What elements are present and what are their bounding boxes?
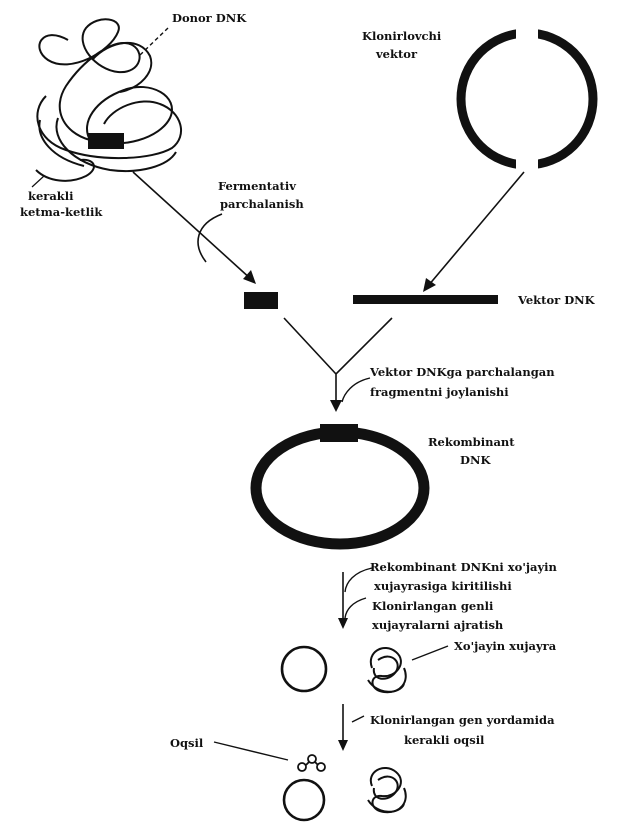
kerakli-label-line2: ketma-ketlik bbox=[20, 205, 103, 219]
fermentativ-label-line2: parchalanish bbox=[220, 197, 304, 211]
oqsil-label: Oqsil bbox=[170, 736, 204, 750]
rekombinant-label-line2: DNK bbox=[460, 453, 491, 467]
rekombinant-label-line1: Rekombinant bbox=[428, 435, 515, 449]
expression-tick bbox=[351, 715, 365, 723]
kiritilishi-label-line2: xujayrasiga kiritilishi bbox=[374, 579, 512, 593]
arrow-transformation-head bbox=[338, 618, 348, 629]
joylanishi-label-line2: fragmentni joylanishi bbox=[370, 385, 509, 399]
klonirlovchi-label-line1: Klonirlovchi bbox=[362, 29, 442, 43]
arrow-donor-head bbox=[243, 270, 256, 284]
joylanishi-curve bbox=[341, 377, 371, 403]
ligation-arrow-head bbox=[330, 400, 342, 412]
fermentativ-label-line1: Fermentativ bbox=[218, 179, 296, 193]
arrow-vector-head bbox=[423, 278, 436, 292]
ligation-merge-lines bbox=[283, 317, 393, 402]
kerakli-label-line1: kerakli bbox=[28, 189, 74, 203]
recombinant-plasmid bbox=[250, 426, 430, 550]
oqsil-step-label-line2: kerakli oqsil bbox=[404, 733, 485, 747]
kiritilishi-label-line1: Rekombinant DNKni xo'jayin bbox=[370, 560, 558, 574]
xojayin-pointer bbox=[411, 645, 449, 661]
cut-gene-fragment bbox=[244, 292, 278, 309]
donor-dna-tangle bbox=[35, 18, 182, 182]
linear-vector-dna bbox=[353, 295, 498, 304]
donor-dnk-label: Donor DNK bbox=[172, 11, 247, 25]
donor-gene-segment bbox=[88, 133, 124, 149]
arrow-vector-to-linear bbox=[427, 171, 525, 287]
ajratish-curve bbox=[344, 597, 367, 619]
fermentativ-curve bbox=[197, 213, 223, 263]
recombinant-insert bbox=[320, 424, 358, 442]
oqsil-pointer bbox=[213, 741, 289, 761]
host-cell-1 bbox=[367, 647, 407, 694]
oqsil-step-label-line1: Klonirlangan gen yordamida bbox=[370, 713, 555, 727]
protein-molecule bbox=[297, 754, 326, 772]
vektor-dnk-label: Vektor DNK bbox=[517, 293, 596, 307]
donor-dna-pointer bbox=[139, 27, 169, 56]
arrow-expression-head bbox=[338, 740, 348, 751]
arrow-donor-to-fragment bbox=[132, 171, 253, 281]
ajratish-label-line2: xujayralarni ajratish bbox=[372, 618, 504, 632]
klonirlovchi-label-line2: vektor bbox=[375, 47, 418, 61]
kiritilishi-curve bbox=[344, 567, 373, 593]
xojayin-label: Xo'jayin xujayra bbox=[454, 639, 557, 653]
empty-cell-1 bbox=[280, 645, 328, 693]
kerakli-pointer bbox=[31, 175, 45, 188]
empty-cell-2 bbox=[282, 778, 326, 822]
ajratish-label-line1: Klonirlangan genli bbox=[372, 599, 494, 613]
cloning-vector-plasmid bbox=[456, 25, 598, 173]
host-cell-2 bbox=[367, 767, 407, 814]
joylanishi-label-line1: Vektor DNKga parchalangan bbox=[369, 365, 555, 379]
